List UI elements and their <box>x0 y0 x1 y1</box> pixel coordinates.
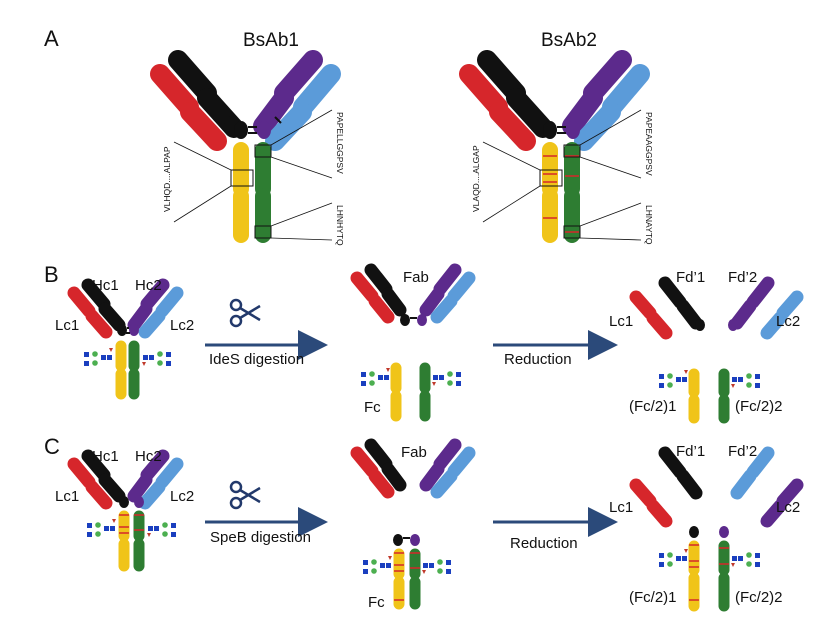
panel-b-reduced-chains <box>629 276 804 424</box>
panel-c-fd2-label: Fd’2 <box>728 443 757 460</box>
panel-b-fc-label: Fc <box>364 399 381 416</box>
panel-b-step1-label: IdeS digestion <box>209 351 304 368</box>
panel-c-intact-antibody <box>67 449 184 572</box>
glycan-icon <box>84 348 113 366</box>
glycan-icon <box>147 522 176 537</box>
bsab2-title: BsAb2 <box>541 30 597 51</box>
panel-b-fc2-2-label: (Fc/2)2 <box>735 398 783 415</box>
bsab1-title: BsAb1 <box>243 30 299 51</box>
panel-c-reduced-chains <box>629 446 804 612</box>
panel-b-lc2-label: Lc2 <box>170 317 194 334</box>
panel-c-fab <box>350 438 476 499</box>
panel-b-step2-label: Reduction <box>504 351 572 368</box>
panel-b-fab <box>350 263 476 326</box>
panel-a-letter: A <box>44 26 59 51</box>
scissors-icon <box>229 480 261 510</box>
panel-c-step2-label: Reduction <box>510 535 578 552</box>
panel-c-hc2-label: Hc2 <box>135 448 162 465</box>
panel-c-hc1-label: Hc1 <box>92 448 119 465</box>
panel-c-fc2-1-label: (Fc/2)1 <box>629 589 677 606</box>
bsab1-cterm-seq: LHNHYTQ <box>335 205 345 246</box>
bsab2-hinge1-seq: VLAQD....ALGAP <box>471 145 481 212</box>
panel-b-fc <box>361 362 461 422</box>
panel-b-letter: B <box>44 262 59 287</box>
panel-b-fc2-1-label: (Fc/2)1 <box>629 398 677 415</box>
panel-b-intact-antibody <box>67 278 184 400</box>
panel-c-fc-label: Fc <box>368 594 385 611</box>
panel-c-fc2-2-label: (Fc/2)2 <box>735 589 783 606</box>
panel-c-lc1-label: Lc1 <box>55 488 79 505</box>
bsab1-antibody <box>150 50 341 243</box>
panel-b-lc1-out-label: Lc1 <box>609 313 633 330</box>
panel-c-fc <box>363 534 451 610</box>
panel-c-lc1-out-label: Lc1 <box>609 499 633 516</box>
bsab1-hinge2-seq: PAPELLGGPSV <box>335 112 345 174</box>
panel-c-step1-label: SpeB digestion <box>210 529 311 546</box>
bsab1-hinge1-seq: VLHQD....ALPAP <box>162 146 172 212</box>
panel-c-lc2-out-label: Lc2 <box>776 499 800 516</box>
panel-b-hc1-label: Hc1 <box>92 277 119 294</box>
panel-b-fd2-label: Fd’2 <box>728 269 757 286</box>
panel-b-lc2-out-label: Lc2 <box>776 313 800 330</box>
bsab2-cterm-seq: LHNAYTQ <box>644 205 654 245</box>
panel-b-fab-label: Fab <box>403 269 429 286</box>
panel-c-lc2-label: Lc2 <box>170 488 194 505</box>
panel-c-letter: C <box>44 434 60 459</box>
scissors-icon <box>229 298 261 328</box>
bsab2-hinge2-seq: PAPEAAGGPSV <box>644 112 654 176</box>
panel-c-fd1-label: Fd’1 <box>676 443 705 460</box>
bsab2-antibody <box>459 50 650 243</box>
panel-b-lc1-label: Lc1 <box>55 317 79 334</box>
panel-b-hc2-label: Hc2 <box>135 277 162 294</box>
panel-c-fab-label: Fab <box>401 444 427 461</box>
panel-b-fd1-label: Fd’1 <box>676 269 705 286</box>
glycan-icon <box>87 519 116 537</box>
glycan-icon <box>142 351 171 366</box>
